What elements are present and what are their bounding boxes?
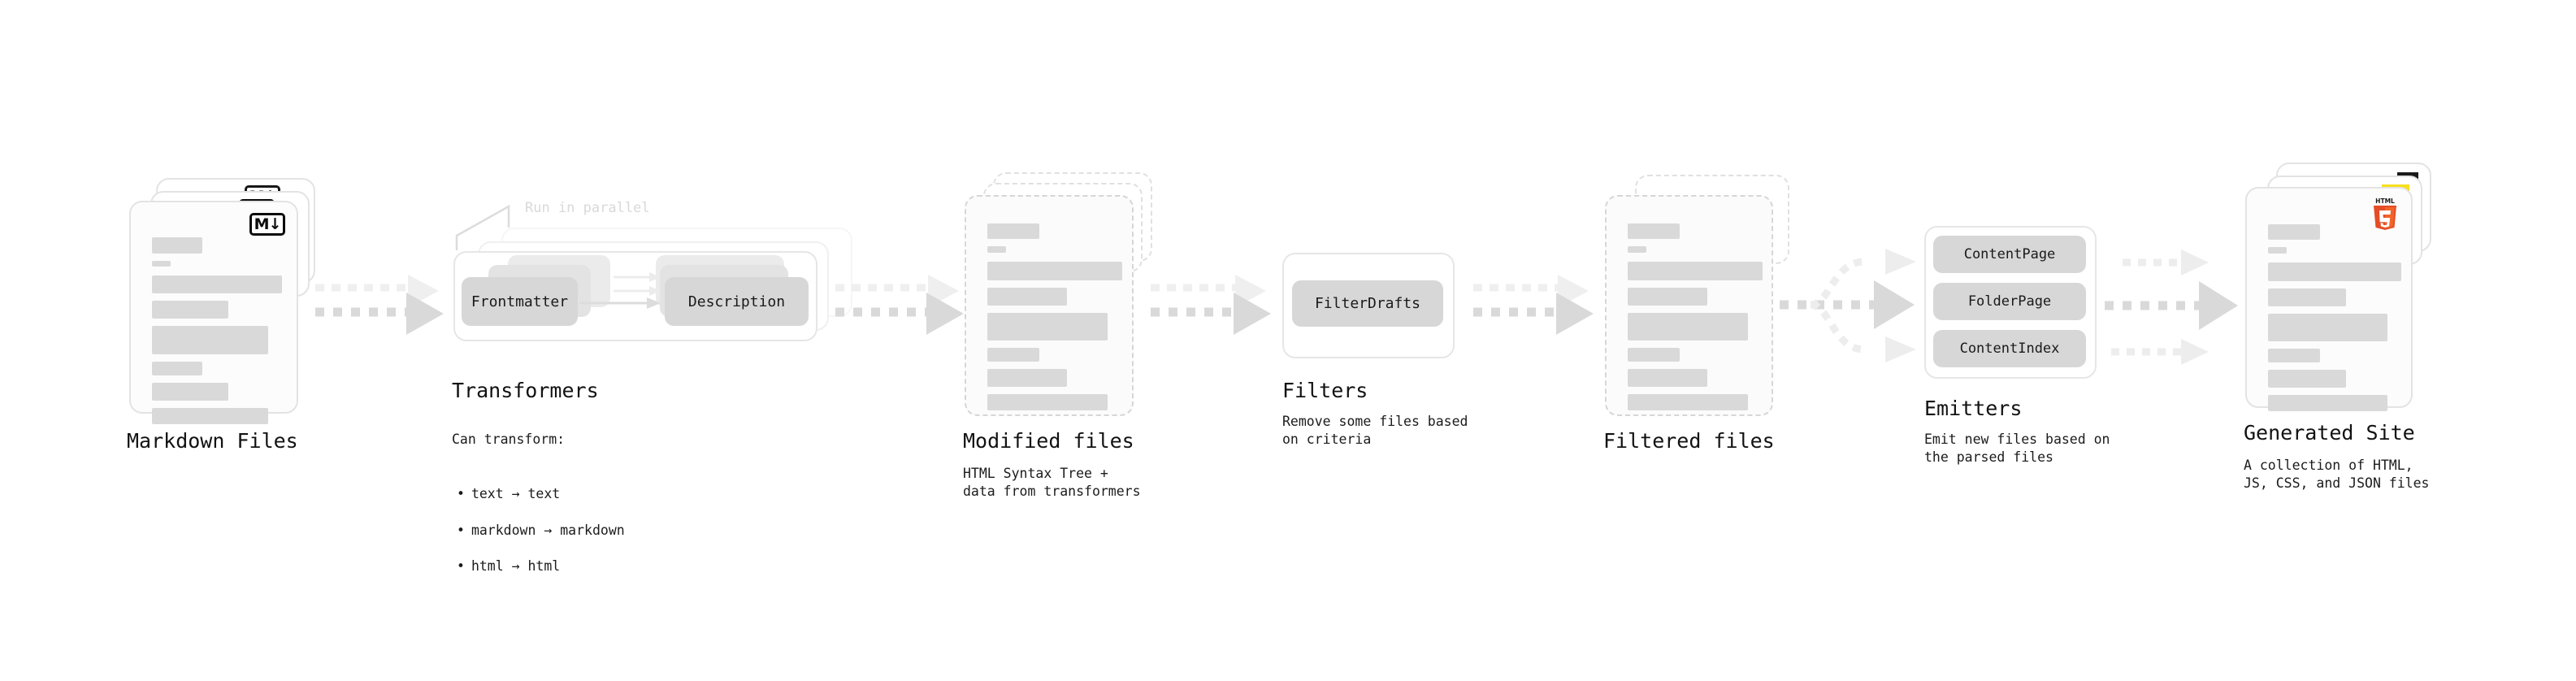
arrow-transformers-to-modified (835, 275, 964, 335)
html5-badge-icon: HTML (2374, 197, 2396, 230)
site-card-lines (2268, 224, 2401, 419)
emitters-subtitle: Emit new files based on the parsed files (1924, 432, 2110, 466)
markdown-badge-icon: M↓ (249, 213, 285, 236)
emitter-pill-contentindex[interactable]: ContentIndex (1933, 330, 2086, 367)
arrow-filtered-to-emitters-branching (1780, 249, 1916, 362)
transformer-pill-frontmatter[interactable]: Frontmatter (462, 277, 578, 326)
svg-text:HTML: HTML (2375, 197, 2395, 205)
generated-site-title: Generated Site (2244, 421, 2415, 445)
arrow-filters-to-filtered (1473, 275, 1594, 335)
filtered-card-front[interactable] (1605, 195, 1773, 416)
site-card-front[interactable]: HTML (2245, 187, 2413, 411)
filter-pill-filterdrafts[interactable]: FilterDrafts (1292, 280, 1443, 327)
generated-site-subtitle: A collection of HTML, JS, CSS, and JSON … (2244, 458, 2430, 492)
transformer-inner-arrows-faint (614, 272, 661, 296)
modified-card-front[interactable] (965, 195, 1134, 416)
run-in-parallel-bracket (455, 204, 510, 250)
filters-subtitle: Remove some files based on criteria (1282, 414, 1468, 448)
modified-files-subtitle: HTML Syntax Tree + data from transformer… (963, 466, 1141, 500)
transformer-inner-arrow (579, 297, 661, 309)
emitters-title: Emitters (1924, 397, 2023, 420)
transformer-pill-description[interactable]: Description (665, 277, 809, 326)
arrow-modified-to-filters (1151, 275, 1271, 335)
emitter-pill-folderpage[interactable]: FolderPage (1933, 283, 2086, 320)
markdown-files-title: Markdown Files (127, 429, 298, 453)
filtered-card-lines (1628, 223, 1763, 418)
transformers-title: Transformers (452, 379, 599, 402)
transformers-bullet-2: html → html (457, 557, 625, 575)
markdown-card-lines (152, 237, 282, 432)
transformers-bullets: text → text markdown → markdown html → h… (452, 467, 625, 594)
arrow-emitters-to-site (2105, 249, 2238, 365)
transformers-subtitle-lead: Can transform: (452, 432, 566, 448)
run-in-parallel-label: Run in parallel (525, 200, 650, 216)
modified-card-lines (987, 223, 1122, 418)
markdown-card-front[interactable]: M↓ (129, 201, 298, 424)
modified-files-title: Modified files (963, 429, 1134, 453)
transformers-bullet-1: markdown → markdown (457, 522, 625, 540)
emitter-pill-contentpage[interactable]: ContentPage (1933, 236, 2086, 273)
filters-title: Filters (1282, 379, 1368, 402)
transformers-subtitle: Can transform: text → text markdown → ma… (452, 413, 625, 612)
transformers-bullet-0: text → text (457, 485, 625, 503)
filtered-files-title: Filtered files (1603, 429, 1775, 453)
arrow-markdown-to-transformers (315, 275, 444, 335)
